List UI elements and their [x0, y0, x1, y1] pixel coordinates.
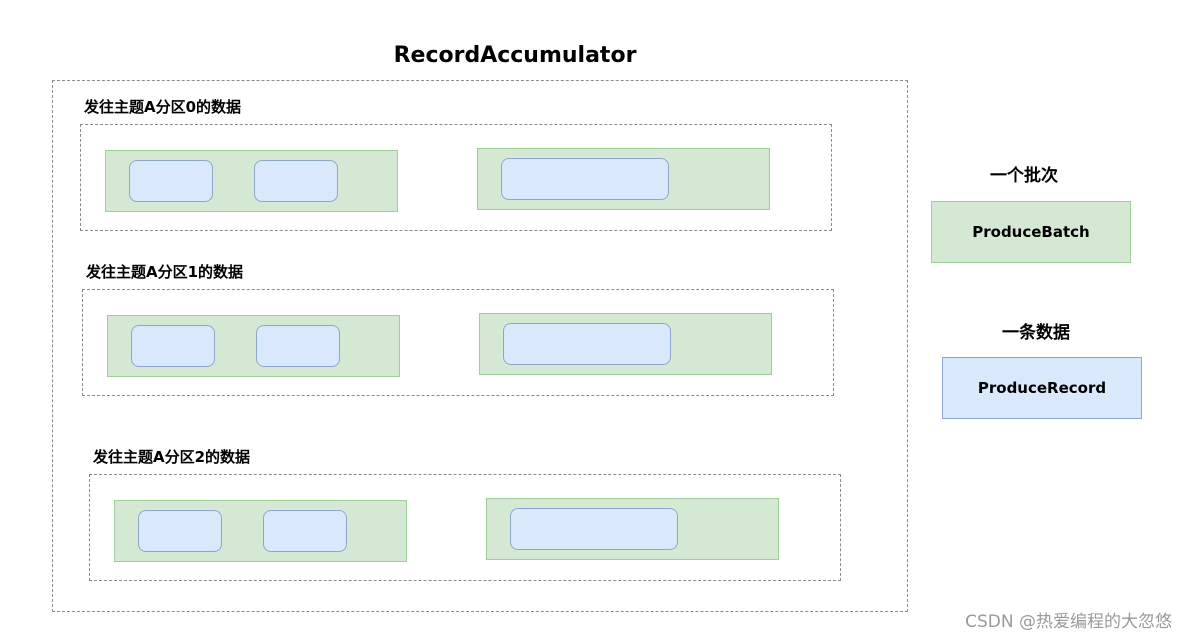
record-accumulator-container: [52, 80, 908, 612]
partition-1-batch-1-record-1: [131, 325, 215, 367]
partition-0-label: 发往主题A分区0的数据: [84, 98, 242, 116]
legend-record-label: 一条数据: [1002, 323, 1070, 343]
partition-1-batch-1-record-2: [256, 325, 340, 367]
legend-produce-record: ProduceRecord: [942, 357, 1142, 419]
partition-2-batch-1-record-2: [263, 510, 347, 552]
partition-0-batch-2-record-1: [501, 158, 669, 200]
partition-2-batch-2-record-1: [510, 508, 678, 550]
partition-1-label: 发往主题A分区1的数据: [86, 263, 244, 281]
partition-1-box: [82, 289, 834, 396]
legend-batch-label: 一个批次: [990, 166, 1058, 186]
partition-1-batch-2-record-1: [503, 323, 671, 365]
legend-produce-batch: ProduceBatch: [931, 201, 1131, 263]
diagram-title: RecordAccumulator: [393, 43, 637, 68]
partition-2-box: [89, 474, 841, 581]
watermark: CSDN @热爱编程的大忽悠: [965, 612, 1172, 632]
partition-0-batch-1-record-2: [254, 160, 338, 202]
partition-2-label: 发往主题A分区2的数据: [93, 448, 251, 466]
partition-0-batch-1-record-1: [129, 160, 213, 202]
partition-0-box: [80, 124, 832, 231]
partition-2-batch-1-record-1: [138, 510, 222, 552]
